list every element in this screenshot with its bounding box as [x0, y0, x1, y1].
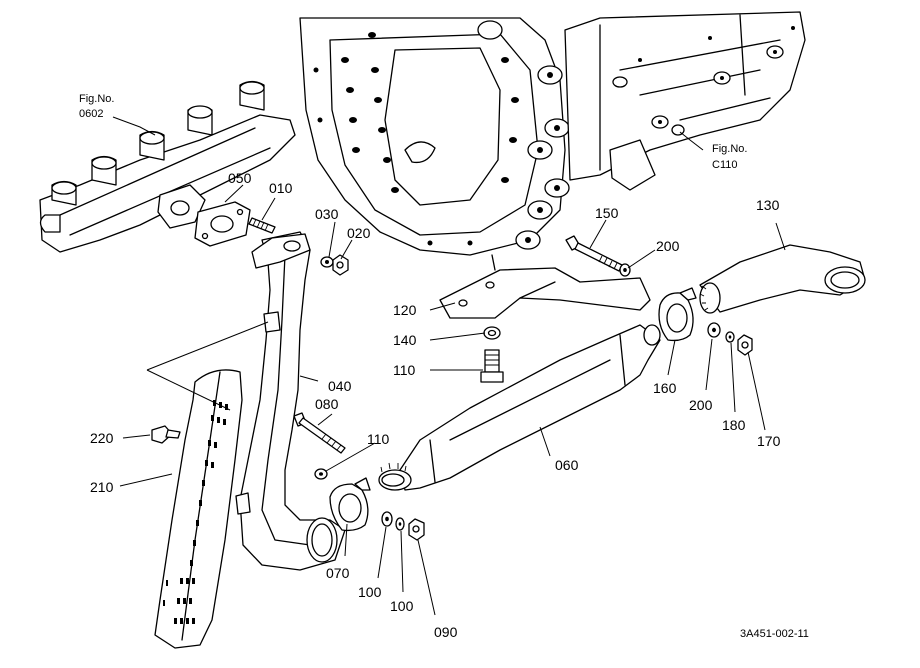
- part-label-180: 170: [757, 433, 781, 449]
- part-190-lock-washer: [725, 331, 735, 343]
- part-label-130: 110: [393, 362, 416, 378]
- part-label-020: 020: [347, 225, 371, 241]
- flywheel-housing-drawing: [299, 11, 806, 256]
- part-label-110-upper: 110: [367, 431, 390, 447]
- part-110-washer-lower: [381, 511, 393, 527]
- leader-lines: [112, 116, 786, 616]
- drawing-code: 3A451-002-11: [740, 628, 809, 640]
- exhaust-manifold-drawing: [39, 80, 296, 253]
- part-label-220: 220: [90, 430, 114, 446]
- part-120-bracket: [439, 254, 651, 319]
- part-050-gasket: [194, 201, 251, 247]
- part-label-070: 070: [326, 565, 350, 581]
- part-100-lock-washer: [395, 517, 405, 531]
- part-label-040: 040: [328, 378, 352, 394]
- part-210-heat-shield: [154, 369, 243, 649]
- figure-references: Fig.No. 0602 Fig.No. C110: [79, 93, 747, 171]
- fig-ref-0602-line1: Fig.No.: [79, 93, 114, 105]
- part-label-100: 100: [390, 598, 414, 614]
- part-170-bolt: [565, 235, 623, 272]
- part-010-stud: [248, 217, 276, 234]
- part-label-120: 120: [393, 302, 417, 318]
- part-220-screw: [151, 425, 181, 444]
- part-090-nut: [408, 518, 425, 541]
- fig-ref-c110-line2: C110: [712, 159, 737, 171]
- part-140-washer: [483, 326, 501, 340]
- part-label-060: 060: [555, 457, 579, 473]
- part-110-washer-upper: [314, 468, 328, 480]
- part-label-150: 130: [756, 197, 780, 213]
- part-030-washer: [320, 256, 334, 268]
- fig-ref-0602-line2: 0602: [79, 108, 103, 120]
- part-label-050: 050: [228, 170, 252, 186]
- part-150-tailpipe: [699, 244, 866, 314]
- part-label-010: 010: [269, 180, 293, 196]
- part-labels: 050 010 030 020 150 200 130 120 140 110 …: [90, 170, 781, 640]
- part-label-200-lower: 200: [689, 397, 713, 413]
- part-020-nut: [332, 254, 349, 276]
- part-040-exhaust-pipe: [235, 231, 346, 571]
- fig-ref-c110-line1: Fig.No.: [712, 143, 747, 155]
- part-label-190: 180: [722, 417, 746, 433]
- part-200-washer-lower: [707, 322, 721, 338]
- part-label-080: 080: [315, 396, 339, 412]
- part-180-nut: [737, 334, 753, 356]
- part-060-muffler: [378, 324, 661, 491]
- part-130-bolt: [480, 349, 504, 383]
- part-label-170: 150: [595, 205, 619, 221]
- part-label-160: 160: [653, 380, 677, 396]
- part-200-washer-upper: [619, 263, 631, 277]
- part-label-090: 090: [434, 624, 458, 640]
- part-label-110-lower: 100: [358, 584, 382, 600]
- part-label-030: 030: [315, 206, 339, 222]
- part-080-bolt: [293, 412, 346, 454]
- part-070-clamp: [329, 477, 371, 532]
- part-label-140: 140: [393, 332, 417, 348]
- part-label-200-upper: 200: [656, 238, 680, 254]
- part-160-clamp: [658, 287, 697, 342]
- part-label-210: 210: [90, 479, 114, 495]
